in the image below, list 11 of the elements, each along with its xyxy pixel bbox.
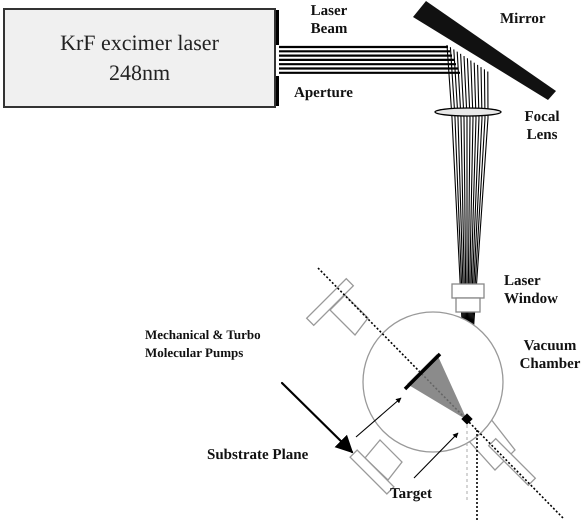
part-label: Vacuum Chamber (518, 337, 582, 373)
part-label: Mechanical & Turbo Molecular Pumps (145, 326, 262, 362)
part-label: Substrate Plane (207, 446, 310, 464)
part-label: Target (390, 485, 433, 503)
part-label: Focal Lens (524, 108, 560, 144)
laser-box (3, 8, 276, 108)
part-label: Mirror (500, 10, 547, 28)
part-label: Laser Beam (310, 2, 348, 38)
laser-label: KrF excimer laser 248nm (59, 29, 220, 87)
part-label: Laser Window (504, 272, 559, 308)
part-label: Aperture (294, 84, 354, 102)
